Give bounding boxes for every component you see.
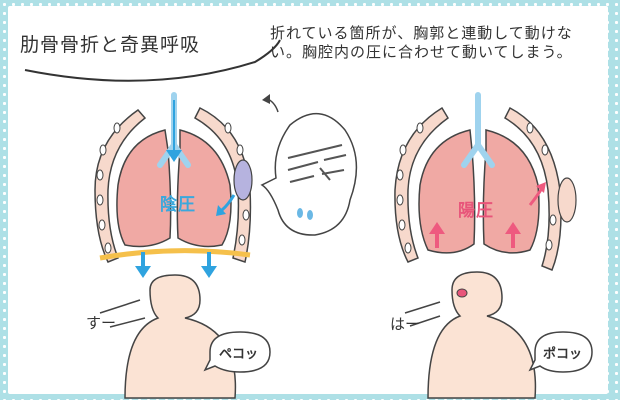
left-inward-arrow [221,194,236,212]
broken-rib-icon [287,144,347,183]
left-lung-left [116,129,172,248]
diagram-title: 肋骨骨折と奇異呼吸 [20,34,201,56]
left-fracture-segment [233,159,253,201]
right-person [427,271,537,399]
left-diaphragm [99,248,251,261]
right-up-arrow-1 [429,222,445,234]
left-down-arrow-2 [201,266,217,278]
left-lung-right [176,129,232,248]
right-bubble [528,331,593,373]
left-rib-dots [96,122,250,254]
right-lung-left [418,129,476,254]
left-bubble [203,331,271,373]
right-fracture-segment [557,177,577,223]
inhale-sound-label: すー [86,314,117,332]
negative-pressure-label: 陰圧 [160,195,196,215]
right-up-arrow-2 [505,222,521,234]
left-bubble-text: ペコッ [219,347,259,362]
explanation-note: 折れている箇所が、胸郭と連動して動けない。胸腔内の圧に合わせて動いてしまう。 [270,24,573,61]
right-mouth [456,288,468,298]
left-down-arrow-1 [135,266,151,278]
positive-pressure-label: 陽圧 [458,201,494,221]
title-underline [24,39,281,82]
exhale-sound-label: はー [390,315,421,333]
right-lung-right [482,129,540,254]
drip-icon [297,208,313,220]
left-rib-cage-left [94,109,147,263]
right-rib-dots [396,122,557,254]
right-bubble-text: ポコッ [543,347,583,362]
right-airway [461,92,495,168]
zoom-bubble [260,112,358,236]
